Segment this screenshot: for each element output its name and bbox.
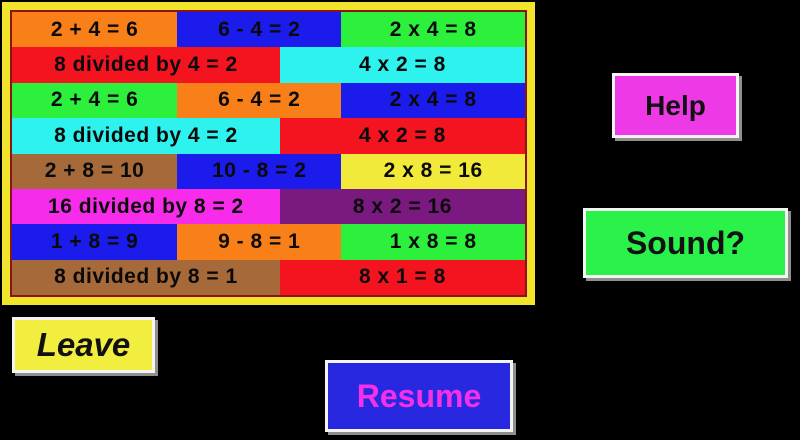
fact-cell[interactable]: 10 - 8 = 2 — [177, 153, 342, 189]
fact-cell[interactable]: 8 divided by 4 = 2 — [12, 47, 280, 83]
fact-cell[interactable]: 9 - 8 = 1 — [177, 224, 342, 260]
fact-cell[interactable]: 1 + 8 = 9 — [12, 224, 178, 260]
fact-cell[interactable]: 4 x 2 = 8 — [279, 118, 525, 154]
fact-cell[interactable]: 16 divided by 8 = 2 — [12, 188, 280, 225]
fact-cell[interactable]: 2 + 4 = 6 — [12, 82, 178, 119]
leave-button[interactable]: Leave — [12, 317, 155, 373]
fact-cell[interactable]: 8 x 1 = 8 — [279, 259, 525, 295]
fact-cell[interactable]: 2 + 4 = 6 — [12, 12, 178, 48]
help-button[interactable]: Help — [612, 73, 739, 138]
fact-cell[interactable]: 2 x 4 = 8 — [341, 82, 525, 119]
fact-cell[interactable]: 8 x 2 = 16 — [279, 188, 525, 225]
fact-cell[interactable]: 8 divided by 4 = 2 — [12, 118, 280, 154]
fact-cell[interactable]: 2 x 4 = 8 — [341, 12, 525, 48]
fact-cell[interactable]: 6 - 4 = 2 — [177, 82, 342, 119]
fact-cell[interactable]: 1 x 8 = 8 — [341, 224, 525, 260]
fact-cell[interactable]: 2 x 8 = 16 — [341, 153, 525, 189]
sound-button[interactable]: Sound? — [583, 208, 788, 278]
fact-cell[interactable]: 4 x 2 = 8 — [279, 47, 525, 83]
fact-cell[interactable]: 2 + 8 = 10 — [12, 153, 178, 189]
resume-button[interactable]: Resume — [325, 360, 513, 432]
fact-cell[interactable]: 6 - 4 = 2 — [177, 12, 342, 48]
fact-cell[interactable]: 8 divided by 8 = 1 — [12, 259, 280, 295]
